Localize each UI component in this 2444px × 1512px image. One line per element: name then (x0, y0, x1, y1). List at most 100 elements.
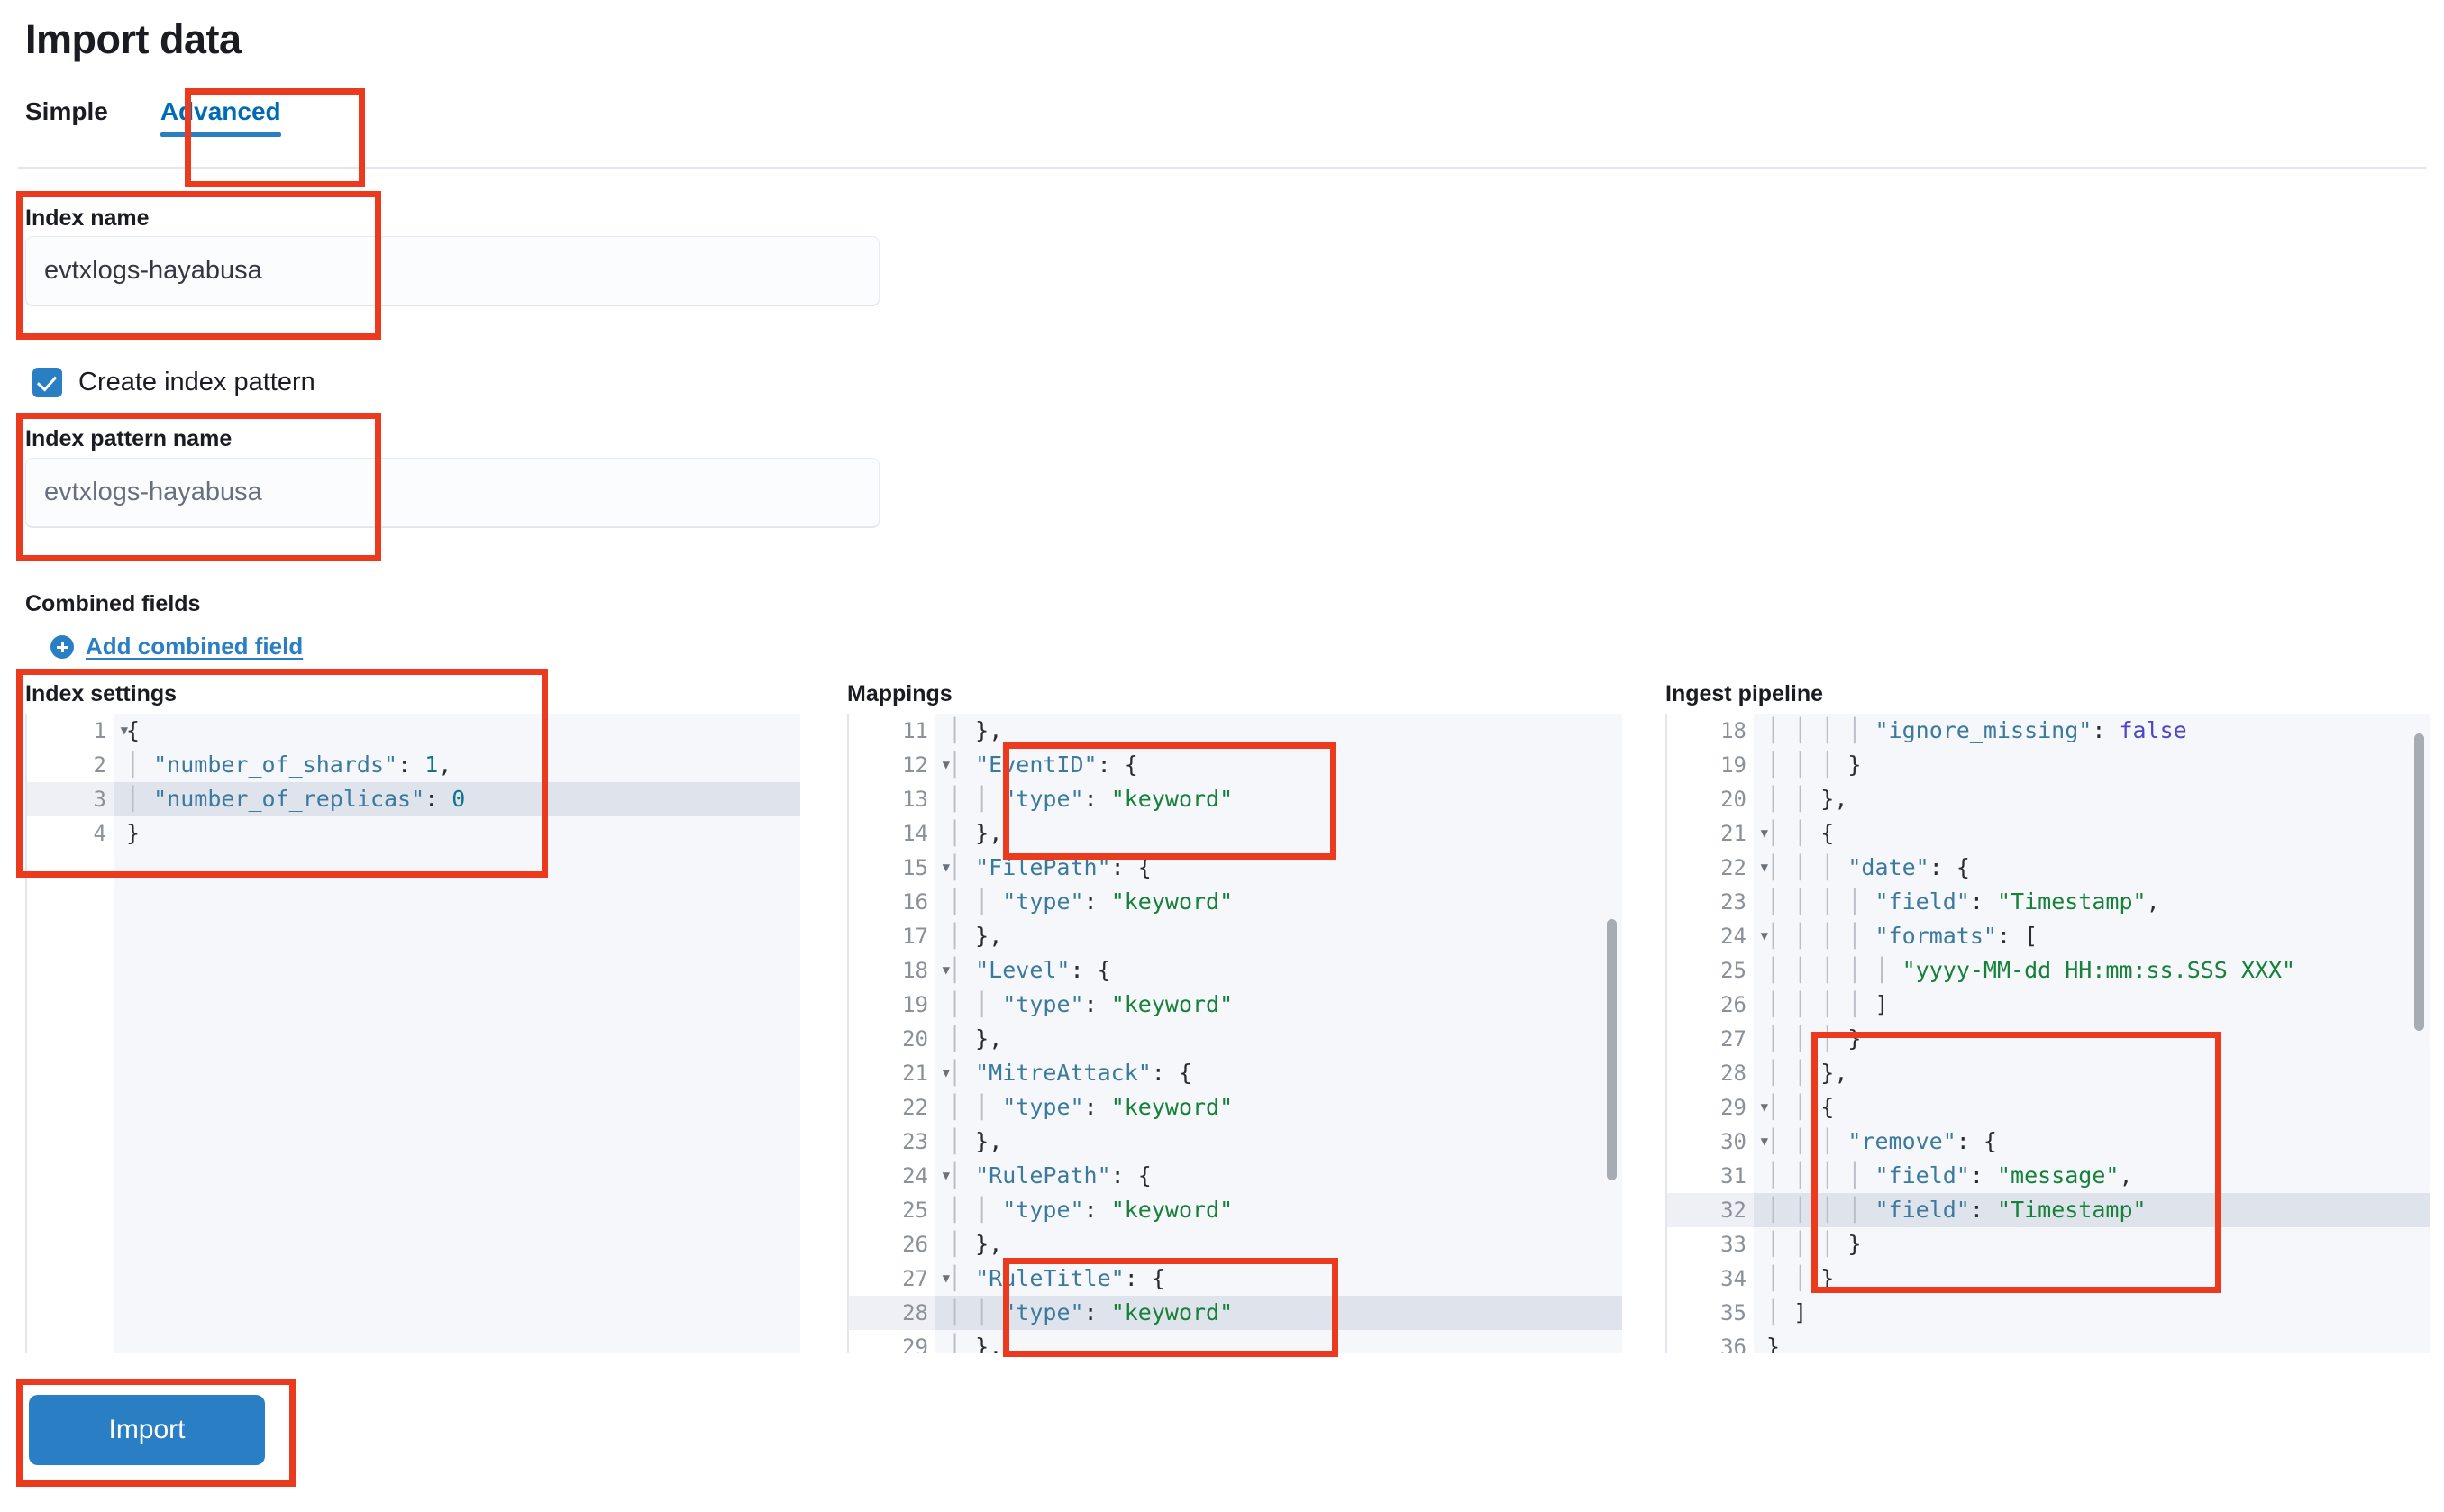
code-line: │ "RulePath": { (948, 1162, 1152, 1189)
line-number: 19 (902, 992, 928, 1017)
create-index-pattern-row[interactable]: Create index pattern (32, 368, 315, 397)
code-line: │ │ │ │ "field": "Timestamp" (1754, 1193, 2430, 1227)
fold-arrow-icon[interactable]: ▼ (1760, 1100, 1768, 1115)
line-number: 28 (849, 1296, 935, 1330)
code-line: │ "number_of_shards": 1, (126, 751, 452, 778)
line-number: 24▼ (1667, 919, 1768, 953)
mappings-code[interactable]: │ }, │ "EventID": { │ │ "type": "keyword" │… (935, 714, 1622, 1353)
code-line: │ }, (948, 1128, 1003, 1154)
fold-arrow-icon[interactable]: ▼ (1760, 1134, 1768, 1149)
code-line: │ │ │ │ ] (1766, 991, 1889, 1017)
fold-arrow-icon[interactable]: ▼ (942, 1169, 950, 1183)
code-line: │ │ "type": "keyword" (935, 1296, 1622, 1330)
code-line: │ │ }, (1766, 1060, 1848, 1086)
code-line: │ │ │ } (1766, 1025, 1862, 1052)
line-number: 17 (902, 924, 928, 949)
code-line: │ │ { (1766, 820, 1835, 846)
line-number: 15▼ (849, 851, 950, 885)
line-number: 20 (1720, 787, 1746, 812)
ingest-pipeline-title: Ingest pipeline (1665, 681, 1824, 706)
line-number: 14 (902, 821, 928, 846)
tab-bar-divider (18, 167, 2426, 169)
line-number: 2 (93, 752, 106, 778)
code-line: │ │ "type": "keyword" (948, 1197, 1234, 1223)
line-number: 16 (902, 889, 928, 915)
code-line: │ │ "type": "keyword" (948, 888, 1234, 915)
code-line: │ "RuleTitle": { (948, 1265, 1165, 1291)
import-button[interactable]: Import (29, 1395, 265, 1465)
code-line: │ │ │ │ "field": "Timestamp", (1766, 888, 2160, 915)
line-number: 1▼ (27, 714, 128, 748)
add-combined-field-link[interactable]: Add combined field (50, 633, 303, 660)
fold-arrow-icon[interactable]: ▼ (1760, 929, 1768, 943)
code-line: │ │ │ │ "ignore_missing": false (1766, 717, 2187, 743)
fold-arrow-icon[interactable]: ▼ (1760, 826, 1768, 841)
line-number: 25 (1720, 958, 1746, 983)
fold-arrow-icon[interactable]: ▼ (942, 1271, 950, 1286)
page-title: Import data (25, 16, 242, 62)
create-index-pattern-checkbox[interactable] (32, 368, 62, 397)
line-number: 18 (1720, 718, 1746, 743)
line-number: 36 (1720, 1334, 1746, 1353)
index-pattern-name-input[interactable] (25, 458, 880, 527)
fold-arrow-icon[interactable]: ▼ (942, 963, 950, 978)
code-line: │ "MitreAttack": { (948, 1060, 1192, 1086)
code-line: │ }, (948, 1334, 1003, 1353)
code-line: │ │ │ │ "formats": [ (1766, 923, 2038, 949)
index-settings-code[interactable]: {│ "number_of_shards": 1,│ "number_of_re… (114, 714, 800, 1353)
line-number: 22 (902, 1095, 928, 1120)
line-number: 35 (1720, 1300, 1746, 1325)
line-number: 24▼ (849, 1159, 950, 1193)
code-line: │ "Level": { (948, 957, 1111, 983)
code-line: │ │ "type": "keyword" (948, 991, 1234, 1017)
code-line: │ │ │ } (1766, 751, 1862, 778)
code-line: │ "number_of_replicas": 0 (114, 782, 800, 816)
tab-advanced[interactable]: Advanced (160, 99, 288, 144)
line-number: 22▼ (1667, 851, 1768, 885)
code-line: │ }, (948, 923, 1003, 949)
line-number: 27▼ (849, 1262, 950, 1296)
code-line: │ │ │ "remove": { (1766, 1128, 1997, 1154)
line-number: 13 (902, 787, 928, 812)
mappings-scrollbar[interactable] (1607, 919, 1617, 1180)
line-number: 19 (1720, 752, 1746, 778)
index-pattern-name-label: Index pattern name (25, 426, 233, 451)
code-line: } (1766, 1334, 1781, 1353)
code-line: │ │ "type": "keyword" (948, 786, 1234, 812)
line-number: 30▼ (1667, 1125, 1768, 1159)
line-number: 29▼ (1667, 1090, 1768, 1125)
code-line: │ │ │ "date": { (1766, 854, 1970, 880)
fold-arrow-icon[interactable]: ▼ (120, 724, 128, 738)
fold-arrow-icon[interactable]: ▼ (942, 861, 950, 875)
fold-arrow-icon[interactable]: ▼ (942, 758, 950, 772)
line-number: 21▼ (1667, 816, 1768, 851)
ingest-pipeline-scrollbar[interactable] (2414, 733, 2424, 1031)
mappings-title: Mappings (847, 681, 953, 706)
code-line: │ "EventID": { (948, 751, 1138, 778)
code-line: │ │ │ │ │ "yyyy-MM-dd HH:mm:ss.SSS XXX" (1766, 957, 2296, 983)
code-line: │ │ } (1766, 1265, 1835, 1291)
code-line: │ │ "type": "keyword" (948, 1094, 1234, 1120)
code-line: │ │ │ } (1766, 1231, 1862, 1257)
line-number: 27 (1720, 1026, 1746, 1052)
tab-simple[interactable]: Simple (25, 97, 108, 125)
fold-arrow-icon[interactable]: ▼ (1760, 861, 1768, 875)
line-number: 25 (902, 1198, 928, 1223)
index-name-input[interactable] (25, 236, 880, 305)
ingest-pipeline-code[interactable]: │ │ │ │ "ignore_missing": false │ │ │ } │ … (1754, 714, 2430, 1353)
code-line: │ │ { (1766, 1094, 1835, 1120)
combined-fields-label: Combined fields (25, 591, 201, 616)
line-number: 11 (902, 718, 928, 743)
line-number: 23 (1720, 889, 1746, 915)
line-number: 29 (902, 1334, 928, 1353)
fold-arrow-icon[interactable]: ▼ (942, 1066, 950, 1080)
line-number: 26 (1720, 992, 1746, 1017)
line-number: 21▼ (849, 1056, 950, 1090)
plus-circle-icon (50, 634, 74, 659)
